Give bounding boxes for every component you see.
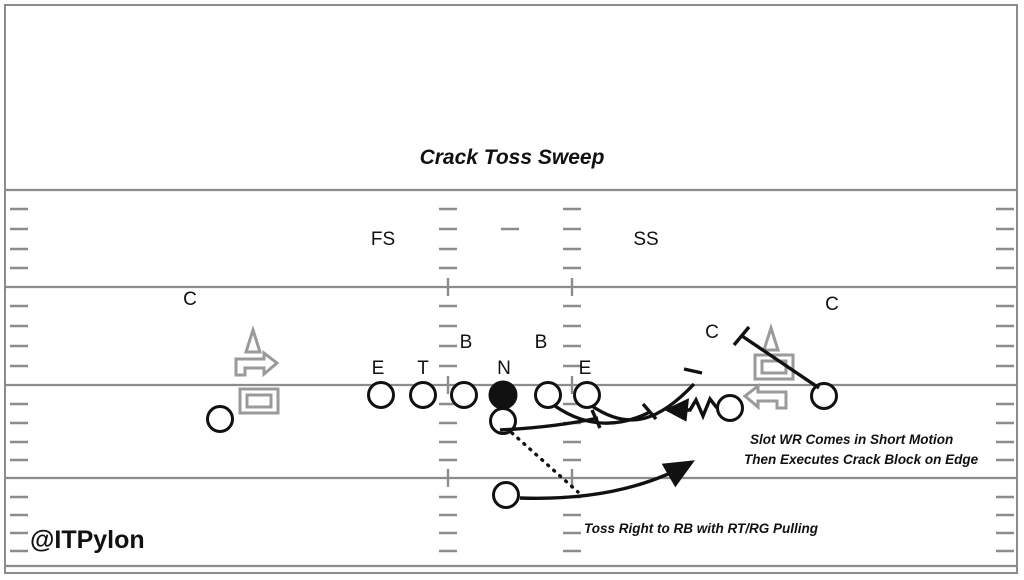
player-right-tackle — [573, 381, 601, 409]
annotation-motion-line-2: Then Executes Crack Block on Edge — [744, 452, 979, 467]
field-number-left — [234, 325, 280, 415]
defender-label-tackle-left: T — [417, 358, 429, 379]
player-running-back — [492, 481, 520, 509]
player-quarterback — [489, 407, 517, 435]
page-title: Crack Toss Sweep — [419, 146, 605, 169]
route-right-guard-pull — [554, 402, 658, 425]
inbound-hash-marks — [439, 207, 581, 553]
offense-players — [206, 380, 838, 509]
annotation-toss: Toss Right to RB with RT/RG Pulling — [584, 521, 818, 536]
route-inside-pull — [499, 409, 602, 432]
watermark-handle: @ITPylon — [30, 526, 145, 554]
defender-label-backer-left: B — [459, 332, 473, 353]
player-left-tackle — [367, 381, 395, 409]
field-number-right — [742, 323, 795, 411]
player-split-end-left — [206, 405, 234, 433]
defender-label-corner-crack-target: C — [705, 322, 719, 343]
player-left-inside-lineman — [450, 381, 478, 409]
route-rb-run — [519, 460, 695, 500]
route-toss-dotted — [510, 431, 580, 494]
player-split-end-right — [810, 382, 838, 410]
route-crack-block — [732, 325, 820, 390]
defender-label-corner-right: C — [825, 294, 839, 315]
player-center — [488, 380, 518, 410]
defender-label-free-safety: FS — [370, 229, 396, 250]
defender-label-corner-left: C — [183, 289, 197, 310]
defender-label-end-left: E — [371, 358, 385, 379]
defender-label-strong-safety: SS — [633, 229, 659, 250]
route-short-motion — [664, 395, 719, 422]
yard-lines — [6, 188, 1018, 568]
defender-label-backer-right: B — [534, 332, 548, 353]
defender-label-end-right: E — [578, 358, 592, 379]
annotation-motion-line-1: Slot WR Comes in Short Motion — [750, 432, 954, 447]
defender-label-nose: N — [497, 358, 511, 379]
route-right-tackle-pull — [591, 367, 703, 422]
player-right-guard — [534, 381, 562, 409]
player-slot-wr — [716, 394, 744, 422]
player-left-guard — [409, 381, 437, 409]
sideline-hash-marks — [10, 207, 1014, 553]
